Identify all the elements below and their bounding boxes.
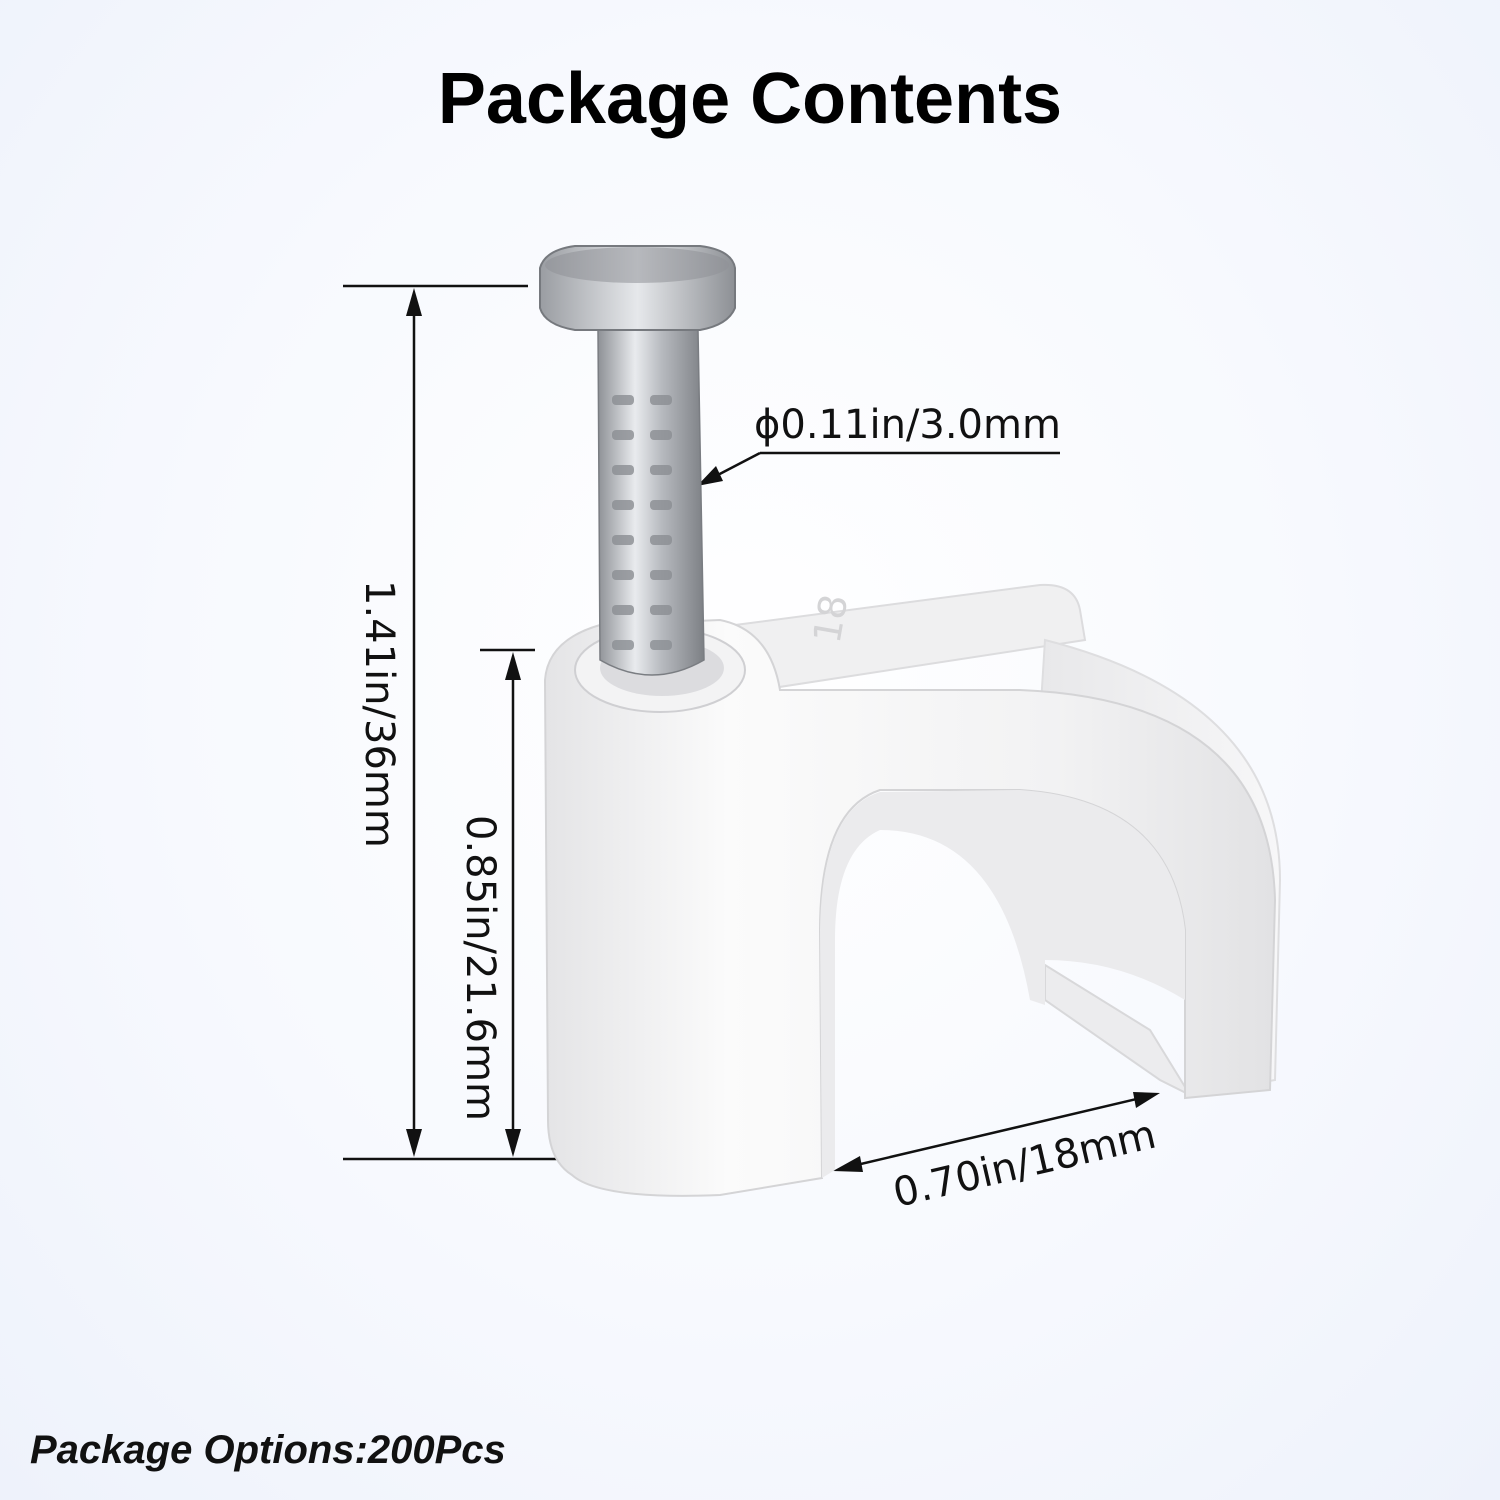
- clip-height-dimension: [480, 648, 535, 1157]
- package-options-text: Package Options:200Pcs: [30, 1428, 506, 1472]
- clip-width-arrow-line: [847, 1095, 1146, 1169]
- arrow-left-icon: [697, 466, 723, 486]
- nail-diameter-label: ϕ0.11in/3.0mm: [754, 402, 1061, 448]
- total-height-label: 1.41in/36mm: [356, 580, 402, 848]
- arrow-left-icon: [833, 1156, 863, 1172]
- arrow-up-icon: [505, 652, 521, 680]
- steel-nail: [539, 245, 736, 676]
- nail-grooves: [612, 395, 672, 650]
- cable-clip: 18: [543, 583, 1282, 1197]
- total-height-dimension: [343, 284, 560, 1161]
- arrow-down-icon: [406, 1129, 422, 1157]
- arrow-right-icon: [1133, 1092, 1160, 1108]
- emboss-mark-icon: 18: [805, 591, 857, 646]
- arrow-up-icon: [406, 288, 422, 316]
- diameter-leader: [711, 451, 761, 480]
- nail-diameter-dimension: [697, 451, 1060, 486]
- clip-width-label: 0.70in/18mm: [889, 1112, 1160, 1217]
- arrow-down-icon: [505, 1129, 521, 1157]
- page-title: Package Contents: [437, 59, 1063, 139]
- clip-width-dimension: [833, 1092, 1160, 1172]
- clip-height-label: 0.85in/21.6mm: [457, 815, 503, 1121]
